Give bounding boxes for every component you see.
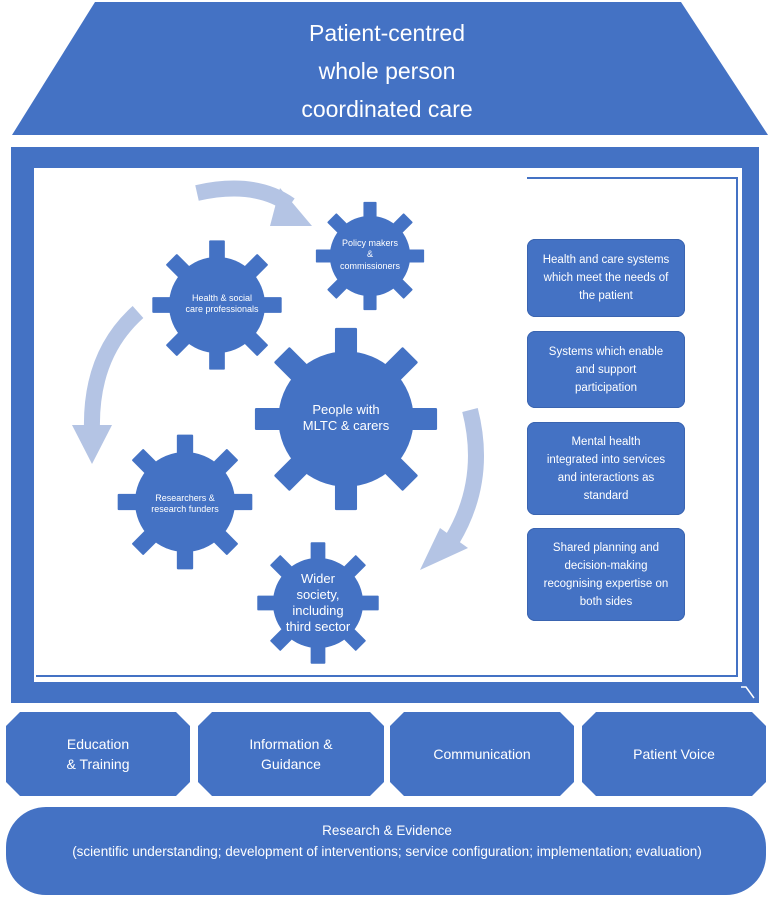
pillar-shape: [390, 712, 574, 796]
outcome-box-line: Mental health: [571, 435, 641, 448]
gear-label-line: People with: [312, 401, 380, 417]
gear-label-line: Policy makers: [341, 238, 398, 249]
frame-corner-mark: [741, 686, 755, 699]
gear-label-line: third sector: [285, 619, 351, 635]
outcome-box-line: the patient: [579, 290, 633, 302]
outcome-box-line: integrated into services: [546, 453, 666, 466]
outcome-box-line: and support: [575, 363, 637, 376]
cycle-arrow-top: [195, 180, 312, 226]
outcome-box-line: Health and care systems: [542, 254, 670, 266]
pillar-information: Information & Guidance: [198, 712, 384, 796]
outcome-box-line: standard: [583, 489, 629, 502]
cycle-arrow-left: [72, 306, 144, 464]
outcome-box-line: Shared planning and: [552, 541, 660, 554]
inner-divider-bottom: [36, 675, 738, 677]
gear-label-line: Health & social: [191, 292, 253, 303]
foundation-shape: [6, 807, 766, 895]
gear-label-line: &: [366, 249, 373, 260]
outcome-box-line: which meet the needs of: [543, 272, 669, 284]
inner-divider-right: [736, 177, 738, 677]
roof-title-line: whole person: [318, 58, 456, 84]
outcome-box-line: recognising expertise on: [543, 577, 669, 590]
pillars: [6, 712, 766, 796]
inner-divider-top: [527, 177, 737, 179]
pillar-label: Communication: [433, 746, 531, 762]
foundation-title: Research & Evidence: [322, 823, 452, 838]
gear-label-health-professionals: Health & social care professionals: [167, 284, 277, 324]
pillar-shape: [582, 712, 766, 796]
roof-title-line: coordinated care: [301, 96, 473, 122]
gear-label-line: including: [292, 603, 344, 618]
gear-label-line: research funders: [151, 504, 219, 514]
pillar-shape: [198, 712, 384, 796]
gear-label-line: society,: [296, 586, 340, 602]
foundation-text: Research & Evidence (scientific understa…: [10, 820, 764, 862]
gear-label-wider-society: Wider society, including third sector: [273, 560, 363, 646]
pillar-label: Education: [66, 736, 130, 752]
gear-label-line: care professionals: [185, 304, 259, 314]
pillar-label: & Training: [66, 756, 130, 772]
outcome-box-line: both sides: [579, 595, 633, 608]
pillar-label: Information &: [249, 736, 333, 752]
cycle-arrow-right: [420, 408, 484, 570]
gear-label-line: commissioners: [339, 260, 400, 271]
outcome-box-line: and interactions as: [557, 471, 655, 484]
outcome-box: Systems which enable and support partici…: [527, 331, 685, 408]
gear-label-line: Researchers &: [155, 492, 215, 503]
gear-label-line: Wider: [301, 570, 335, 586]
pillar-label: Guidance: [261, 756, 321, 772]
pillar-shape: [6, 712, 190, 796]
gear-label-people-mltc: People with MLTC & carers: [286, 396, 406, 440]
gear-label-researchers: Researchers & research funders: [130, 484, 240, 524]
roof-title: Patient-centred whole person coordinated…: [180, 14, 594, 128]
outcome-box: Health and care systems which meet the n…: [527, 239, 685, 317]
outcome-box: Shared planning and decision-making reco…: [527, 528, 685, 621]
outcome-box-line: participation: [574, 381, 637, 394]
outcome-box-line: decision-making: [564, 559, 648, 572]
pillar-communication: Communication: [390, 712, 574, 796]
roof-shape: [12, 2, 768, 135]
roof-title-line: Patient-centred: [309, 20, 465, 46]
foundation-subtitle: (scientific understanding; development o…: [72, 844, 702, 859]
pillar-patient-voice: Patient Voice: [582, 712, 766, 796]
pillar-education: Education & Training: [6, 712, 190, 796]
outcome-box-line: Systems which enable: [548, 345, 664, 358]
gear-label-line: MLTC & carers: [302, 418, 390, 433]
pillar-label: Patient Voice: [633, 746, 715, 762]
outcome-box: Mental health integrated into services a…: [527, 422, 685, 515]
gear-label-policy-makers: Policy makers & commissioners: [320, 230, 420, 280]
